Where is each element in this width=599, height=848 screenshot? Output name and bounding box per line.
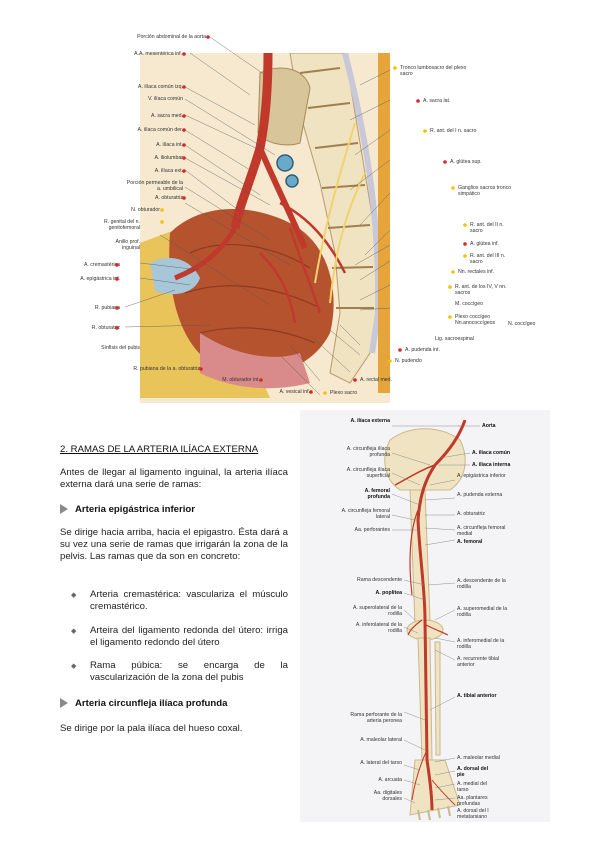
- leg-label-right: A. superomedial de la rodilla: [457, 606, 508, 618]
- leg-label-right: A. pudenda externa: [457, 492, 503, 498]
- leg-label-right: A. inferomedial de la rodilla: [457, 638, 505, 650]
- circumflex-paragraph: Se dirige por la pala ilíaca del hueso c…: [60, 723, 243, 734]
- pelvis-label-left: R. pubiana de la a. obturatriz: [133, 366, 200, 372]
- bullet-item: Arteria cremastérica: vasculariza el mús…: [90, 589, 288, 613]
- subheading-marker-icon: [60, 504, 68, 514]
- leg-label-left: A. poplítea: [375, 590, 402, 596]
- pelvis-label-right: Nn. rectales inf.: [458, 269, 495, 275]
- pelvis-leader-lines: [124, 36, 391, 396]
- leg-label-left: A. superolateral de la rodilla: [352, 605, 402, 617]
- pelvis-label-right: M. coccígeo: [455, 301, 483, 307]
- pelvis-figure: Porción abdominal de la aorta A.A. mesen…: [60, 25, 560, 410]
- pelvis-label-right: N. coccígeo: [508, 321, 536, 327]
- bullet-item: Arteira del ligamento redonda del útero:…: [90, 625, 288, 649]
- pelvis-label-right: Plexo sacro: [330, 390, 358, 396]
- pelvis-label-right: Lig. sacroespinal: [435, 336, 474, 342]
- leg-label-left: Rama perforante de la arteria peronea: [350, 712, 402, 724]
- bullet-icon: ◆: [71, 663, 77, 670]
- pelvis-label-left: A.A. mesentérica inf.: [134, 51, 182, 57]
- pelvis-label-right: A. pudenda int.: [405, 347, 440, 353]
- pelvis-label-right: Ganglios sacros tronco simpático: [458, 185, 512, 197]
- leg-label-left: A. circunfleja femoral lateral: [341, 508, 390, 520]
- leg-label-left: A. circunfleja ilíaca superficial: [346, 467, 390, 479]
- pelvis-label-left: R. genital del n. genitofemoral: [103, 219, 140, 231]
- leg-label-right: A. dorsal del pie: [457, 766, 489, 778]
- pelvis-label-right: A. glútea inf.: [470, 241, 499, 247]
- leg-label-right: A. femoral: [457, 539, 483, 545]
- pelvis-label-left: A. ilíaca ext.: [154, 168, 183, 174]
- leg-leader-lines: [391, 425, 480, 804]
- pelvis-label-left: M. obturador int.: [222, 377, 260, 383]
- leg-label-right: Aorta: [482, 423, 496, 429]
- pelvis-illustration: [140, 53, 390, 403]
- subheading-marker-icon: [60, 698, 68, 708]
- pelvis-label-left: Sínfisis del pubis: [101, 345, 140, 351]
- leg-label-left: Aa. digitales dorsales: [373, 790, 402, 802]
- epigastric-paragraph: Se dirige hacia arriba, hacia el epigast…: [60, 527, 288, 563]
- pelvis-label-left: A. sacra med.: [150, 113, 183, 119]
- pelvis-label-right: R. ant. del I n. sacro: [430, 128, 477, 134]
- leg-label-left: A. maleolar lateral: [360, 737, 402, 743]
- leg-label-right: Aa. plantares profundas: [457, 795, 488, 807]
- leg-label-right: A. recurrente tibial anterior: [457, 656, 500, 668]
- pelvis-label-left: R. obturatriz: [91, 325, 120, 331]
- leg-label-right: A. dorsal del I metatarsiano: [457, 808, 489, 820]
- leg-label-right: A. epigástrica inferior: [457, 473, 506, 479]
- leg-label-right: A. descendente de la rodilla: [457, 578, 506, 590]
- bullet-item: Rama púbica: se encarga de la vasculariz…: [90, 660, 288, 684]
- pelvis-label-left: N. obturador: [131, 207, 160, 213]
- leg-label-right: A. ilíaca común: [472, 450, 511, 456]
- pelvis-label-left: A. iliolumbar: [154, 155, 183, 161]
- leg-label-left: A. inferolateral de la rodilla: [355, 622, 402, 634]
- leg-label-right: A. maleolar medial: [457, 755, 500, 761]
- pelvis-label-left: Anillo prof. inguinal: [115, 239, 140, 251]
- leg-label-left: A. lateral del tarso: [360, 760, 402, 766]
- subheading-epigastric: Arteria epigástrica inferior: [75, 504, 195, 515]
- leg-label-left: A. arcuata: [378, 777, 402, 783]
- subheading-circumflex: Arteria circunfleja ilíaca profunda: [75, 698, 228, 709]
- pelvis-label-left: R. pubiana: [94, 305, 120, 311]
- pelvis-label-left: V. ilíaca común: [148, 96, 183, 102]
- pelvis-label-right: R. ant. del III n. sacro: [470, 253, 506, 265]
- bullet-icon: ◆: [71, 592, 77, 599]
- pelvis-label-left: A. vesical inf.: [279, 389, 310, 395]
- section-heading: 2. RAMAS DE LA ARTERIA ILÍACA EXTERNA: [60, 444, 259, 455]
- bullet-icon: ◆: [71, 628, 77, 635]
- leg-label-right: A. medial del tarso: [457, 781, 487, 793]
- pelvis-label-right: A. glútea sup.: [450, 159, 482, 165]
- intro-paragraph: Antes de llegar al ligamento inguinal, l…: [60, 467, 288, 491]
- leg-label-right: A. circunfleja femoral medial: [457, 525, 506, 537]
- leg-label-right: A. ilíaca interna: [472, 462, 511, 468]
- leg-illustration: [384, 420, 467, 820]
- leg-label-left: A. circunfleja ilíaca profunda: [346, 446, 390, 458]
- pelvis-label-right: Plexo coccígeo Nn.anococcígeos: [455, 314, 496, 326]
- leg-label-left: Rama descendente: [357, 577, 402, 583]
- pelvis-label-right: Tronco lumbosacro del plexo sacro: [400, 65, 467, 77]
- leg-label-right: A. obturatriz: [457, 511, 485, 517]
- pelvis-label-left: A. ilíaca común izq.: [138, 84, 183, 90]
- leg-label-right: A. tibial anterior: [457, 693, 497, 699]
- leg-figure: A. ilíaca externa A. circunfleja ilíaca …: [300, 410, 550, 822]
- pelvis-label-right: N. pudendo: [395, 358, 422, 364]
- pelvis-label-right: R. ant. del II n. sacro: [470, 222, 504, 234]
- pelvis-marker-dots: [115, 35, 467, 395]
- leg-label-left: Aa. perforantes: [354, 527, 390, 533]
- leg-label-left: A. ilíaca externa: [350, 418, 390, 424]
- pelvis-label-left: A. cremastérica: [83, 262, 120, 268]
- pelvis-label-left: A. ilíaca int.: [156, 142, 183, 148]
- pelvis-label-left: Porción abdominal de la aorta: [137, 34, 206, 40]
- pelvis-label-right: A. rectal med.: [360, 377, 393, 383]
- leg-label-left: A. femoral profunda: [364, 488, 390, 500]
- pelvis-label-left: Porción permeable de la a. umbilical: [126, 180, 183, 192]
- pelvis-label-left: A. epigástrica inf.: [80, 276, 120, 282]
- pelvis-label-left: A. ilíaca común der.: [137, 127, 183, 133]
- pelvis-label-right: A. sacra lat.: [423, 98, 451, 104]
- pelvis-label-right: R. ant. de los IV, V nn. sacros: [455, 284, 507, 296]
- pelvis-label-left: A. obturatriz: [155, 195, 183, 201]
